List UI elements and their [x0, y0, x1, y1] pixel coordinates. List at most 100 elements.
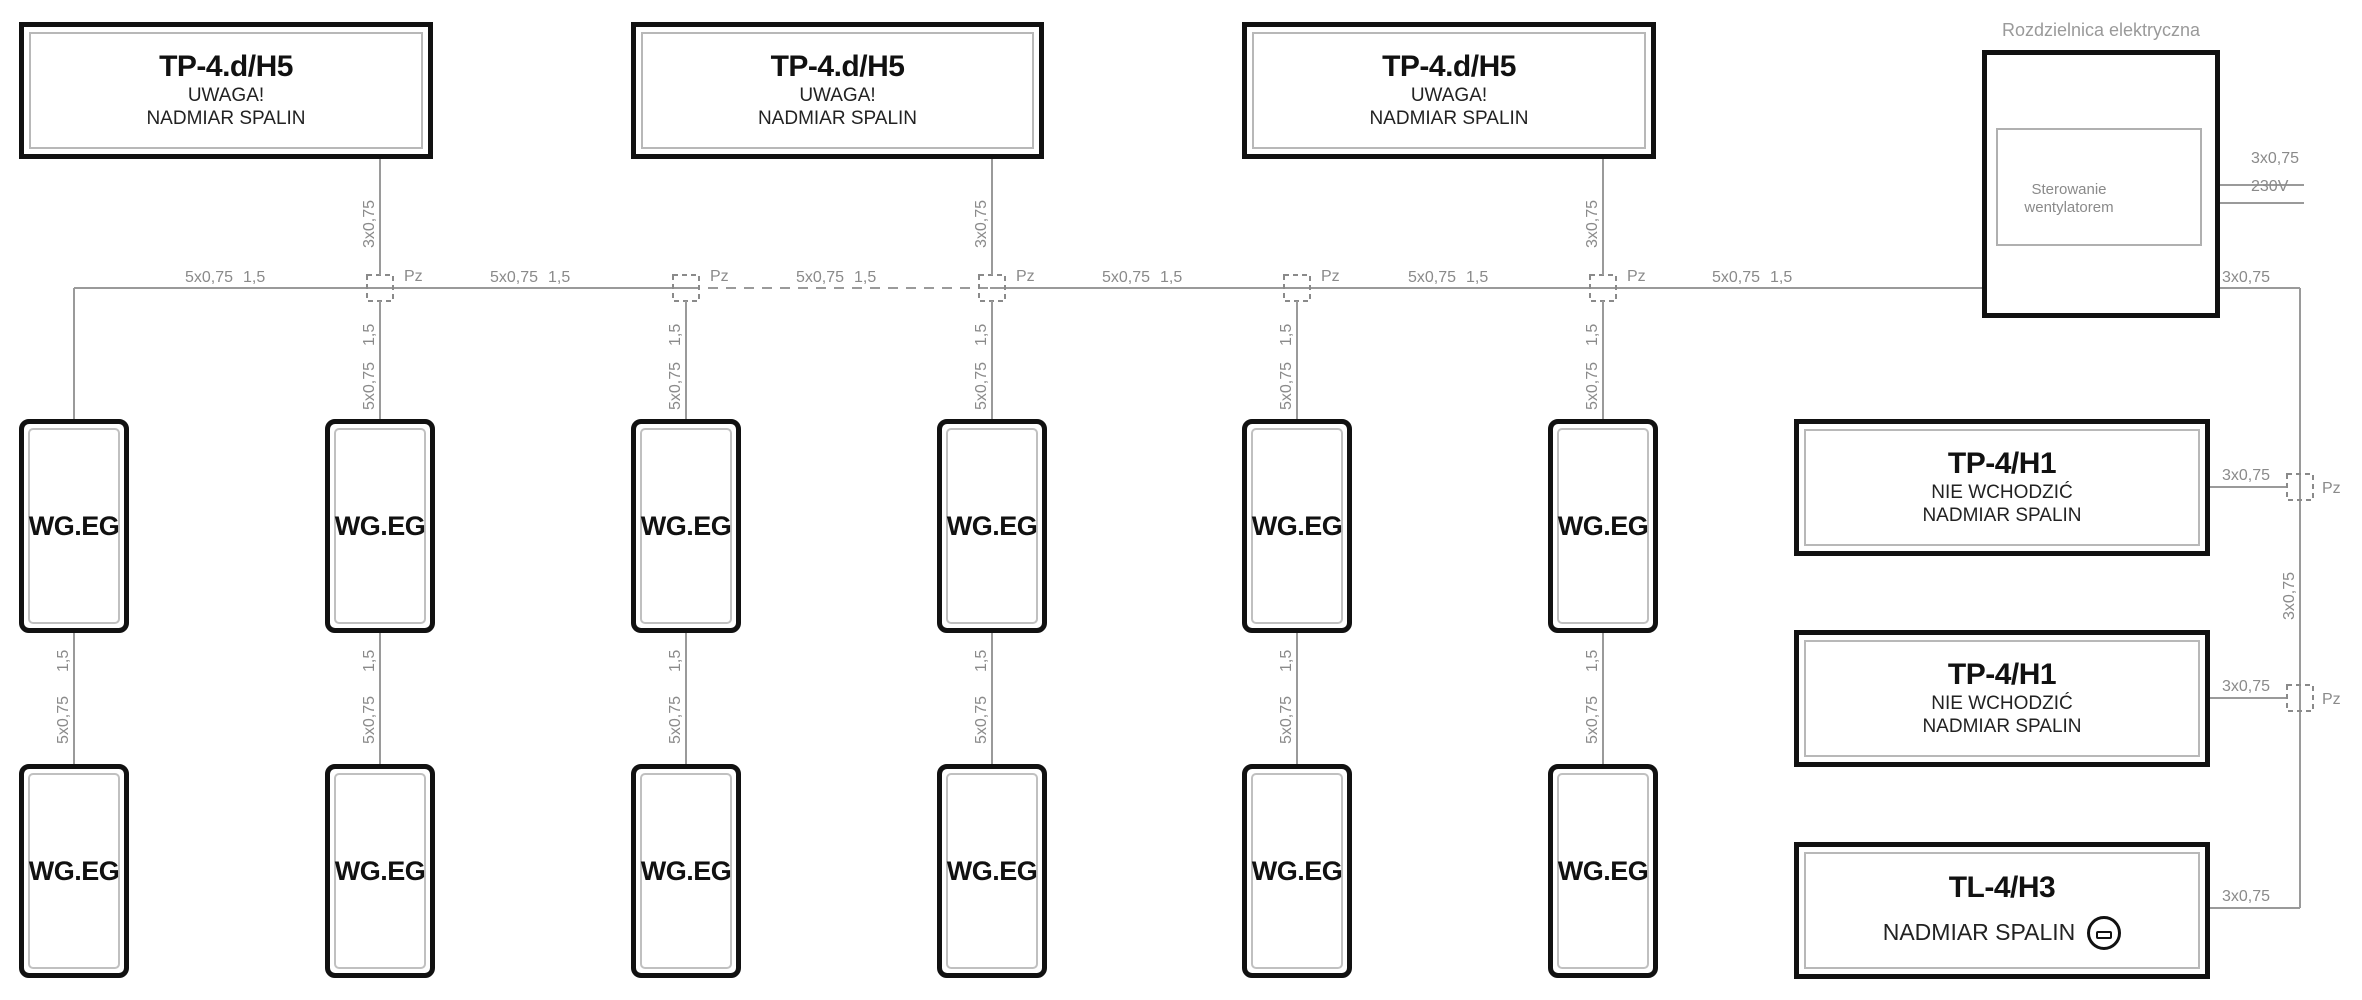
bus-cable-label: 5x0,75 — [1408, 269, 1456, 286]
link-section-label: 1,5 — [1584, 650, 1601, 672]
gas-detector: WG.EG — [325, 419, 435, 633]
sign-line1: NIE WCHODZIĆ — [1931, 692, 2073, 714]
drop-cable-label: 5x0,75 — [1278, 362, 1295, 410]
link-section-label: 1,5 — [1278, 650, 1295, 672]
sign-line1: NIE WCHODZIĆ — [1931, 481, 2073, 503]
detector-label: WG.EG — [334, 510, 426, 541]
junction-box — [2286, 473, 2314, 501]
sign-code: TP-4/H1 — [1947, 447, 2057, 481]
sign-code: TP-4.d/H5 — [770, 50, 905, 84]
drop-section-label: 1,5 — [973, 324, 990, 346]
detector-label: WG.EG — [640, 510, 732, 541]
sign-line1: UWAGA! — [1410, 84, 1488, 106]
sign-line1: UWAGA! — [187, 84, 265, 106]
warning-sign-right-2: TP-4/H1 NIE WCHODZIĆ NADMIAR SPALIN — [1794, 630, 2210, 767]
link-section-label: 1,5 — [667, 650, 684, 672]
sign-branch-label: 3x0,75 — [2222, 888, 2270, 905]
link-section-label: 1,5 — [973, 650, 990, 672]
drop-cable-label: 5x0,75 — [361, 362, 378, 410]
bus-section-label: 1,5 — [1770, 269, 1792, 286]
link-cable-label: 5x0,75 — [1278, 696, 1295, 744]
link-cable-label: 5x0,75 — [667, 696, 684, 744]
detector-label: WG.EG — [1251, 510, 1343, 541]
bus-section-label: 1,5 — [243, 269, 265, 286]
link-section-label: 1,5 — [55, 650, 72, 672]
sign-line1: NADMIAR SPALIN — [1882, 919, 2076, 946]
drop-cable-label: 5x0,75 — [667, 362, 684, 410]
drop-section-label: 1,5 — [667, 324, 684, 346]
sign-branch-label: 3x0,75 — [2222, 467, 2270, 484]
gas-detector: WG.EG — [937, 419, 1047, 633]
bus-section-label: 1,5 — [548, 269, 570, 286]
no-entry-icon — [2087, 915, 2122, 950]
link-section-label: 1,5 — [361, 650, 378, 672]
detector-label: WG.EG — [1557, 855, 1649, 886]
drop-section-label: 1,5 — [1584, 324, 1601, 346]
drop-cable-label: 5x0,75 — [1584, 362, 1601, 410]
gas-detector: WG.EG — [19, 419, 129, 633]
link-cable-label: 5x0,75 — [1584, 696, 1601, 744]
gas-detector: WG.EG — [631, 419, 741, 633]
warning-sign-right-1: TP-4/H1 NIE WCHODZIĆ NADMIAR SPALIN — [1794, 419, 2210, 556]
gas-detector: WG.EG — [19, 764, 129, 978]
detector-label: WG.EG — [28, 510, 120, 541]
control-label-line1: Sterowanie — [2031, 181, 2107, 198]
gas-detector: WG.EG — [631, 764, 741, 978]
gas-detector: WG.EG — [1548, 764, 1658, 978]
bus-cable-label: 5x0,75 — [1102, 269, 1150, 286]
sign-feed-label: 3x0,75 — [361, 200, 378, 248]
detector-label: WG.EG — [1557, 510, 1649, 541]
detector-label: WG.EG — [946, 510, 1038, 541]
sign-line2: NADMIAR SPALIN — [1922, 715, 2082, 737]
detector-label: WG.EG — [28, 855, 120, 886]
bus-section-label: 1,5 — [1160, 269, 1182, 286]
sign-line2: NADMIAR SPALIN — [1369, 107, 1529, 129]
gas-detector: WG.EG — [937, 764, 1047, 978]
junction-label: Pz — [404, 268, 423, 285]
junction-label: Pz — [710, 268, 729, 285]
bus-cable-label: 5x0,75 — [185, 269, 233, 286]
detector-label: WG.EG — [946, 855, 1038, 886]
panel-title: Rozdzielnica elektryczna — [2001, 20, 2201, 40]
fan-control-module — [1996, 128, 2202, 246]
link-cable-label: 5x0,75 — [973, 696, 990, 744]
warning-sign-top-2: TP-4.d/H5 UWAGA! NADMIAR SPALIN — [631, 22, 1044, 159]
sign-code: TP-4/H1 — [1947, 658, 2057, 692]
drop-cable-label: 5x0,75 — [973, 362, 990, 410]
bus-section-label: 1,5 — [1466, 269, 1488, 286]
sign-feeder-label: 3x0,75 — [2222, 269, 2270, 286]
supply-cable-label: 3x0,75 — [2251, 150, 2299, 167]
link-cable-label: 5x0,75 — [55, 696, 72, 744]
supply-voltage-label: 230V — [2251, 178, 2289, 195]
junction-label: Pz — [1321, 268, 1340, 285]
link-cable-label: 5x0,75 — [361, 696, 378, 744]
junction-label: Pz — [2322, 691, 2341, 708]
control-label: Sterowanie wentylatorem — [2012, 181, 2126, 217]
gas-detector: WG.EG — [1548, 419, 1658, 633]
detector-label: WG.EG — [1251, 855, 1343, 886]
sign-feeder-label: 3x0,75 — [2281, 572, 2298, 620]
sign-branch-label: 3x0,75 — [2222, 678, 2270, 695]
bus-cable-label: 5x0,75 — [490, 269, 538, 286]
distribution-board — [1982, 50, 2220, 318]
detector-label: WG.EG — [334, 855, 426, 886]
bus-cable-label: 5x0,75 — [1712, 269, 1760, 286]
warning-sign-top-3: TP-4.d/H5 UWAGA! NADMIAR SPALIN — [1242, 22, 1656, 159]
drop-section-label: 1,5 — [361, 324, 378, 346]
control-label-line2: wentylatorem — [2024, 199, 2114, 216]
warning-sign-right-3: TL-4/H3 NADMIAR SPALIN — [1794, 842, 2210, 979]
sign-line1: UWAGA! — [799, 84, 876, 106]
detector-label: WG.EG — [640, 855, 732, 886]
junction-label: Pz — [1627, 268, 1646, 285]
sign-code: TP-4.d/H5 — [159, 50, 293, 84]
sign-line2: NADMIAR SPALIN — [146, 107, 306, 129]
sign-line2: NADMIAR SPALIN — [757, 107, 918, 129]
gas-detector: WG.EG — [1242, 419, 1352, 633]
gas-detector: WG.EG — [1242, 764, 1352, 978]
sign-feed-label: 3x0,75 — [1584, 200, 1601, 248]
drop-section-label: 1,5 — [1278, 324, 1295, 346]
junction-label: Pz — [2322, 480, 2341, 497]
warning-sign-top-1: TP-4.d/H5 UWAGA! NADMIAR SPALIN — [19, 22, 433, 159]
sign-code: TL-4/H3 — [1948, 871, 2056, 905]
